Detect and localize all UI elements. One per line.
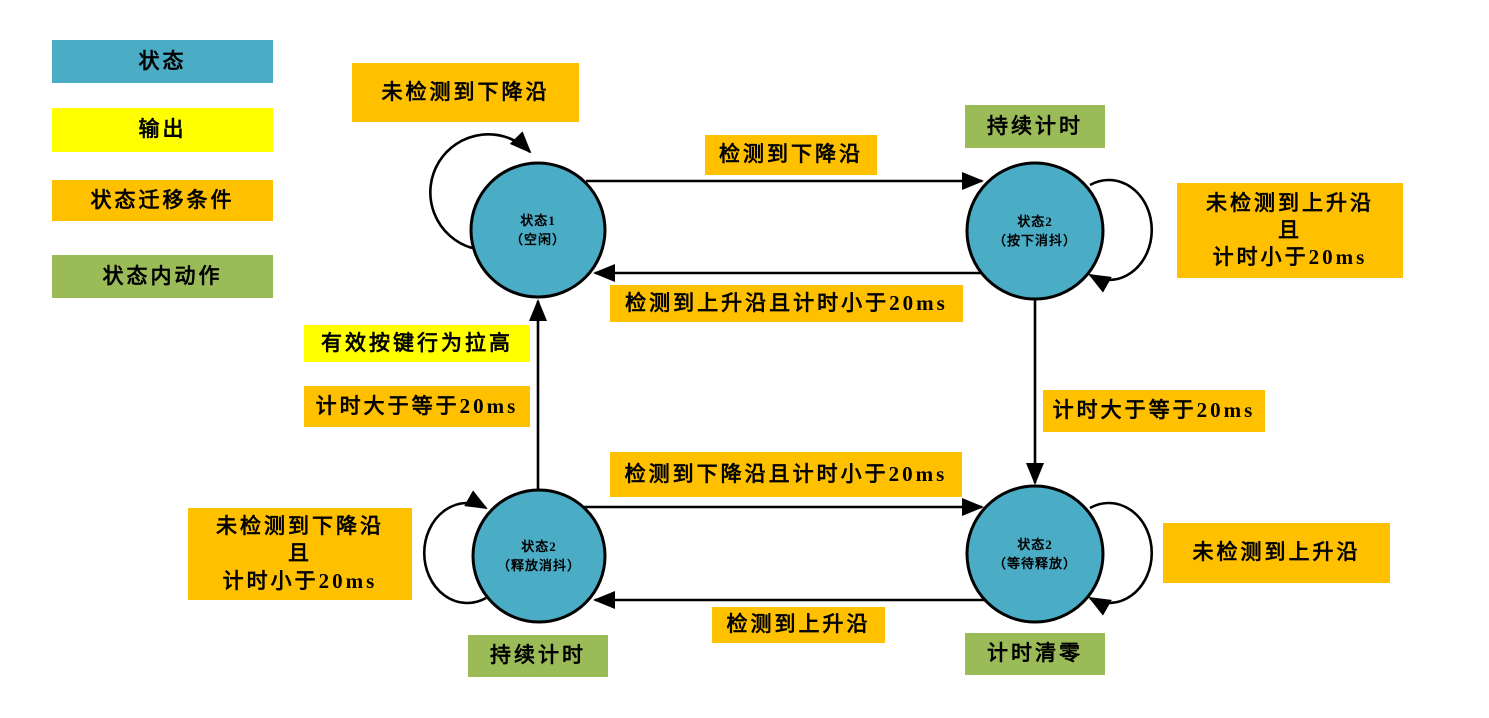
- self-loop-idle: [429, 131, 532, 250]
- state-note: （释放消抖）: [496, 558, 581, 573]
- legend-item-output: 输出: [52, 108, 273, 152]
- label-line: 且: [288, 541, 312, 566]
- label-rising-edge: 检测到上升沿: [712, 607, 885, 643]
- label-output-high: 有效按键行为拉高: [304, 325, 530, 362]
- label-release-self-loop: 未检测到下降沿 且 计时小于20ms: [188, 508, 412, 600]
- label-line: 未检测到下降沿: [216, 514, 384, 539]
- state-name: 状态1: [520, 212, 556, 228]
- label-line: 未检测到上升沿: [1206, 190, 1374, 215]
- label-press-action: 持续计时: [965, 105, 1105, 148]
- state-node-label-release-debounce: 状态2 （释放消抖）: [472, 489, 606, 623]
- label-release-action: 持续计时: [468, 635, 608, 677]
- state-node-label-idle: 状态1 （空闲）: [471, 163, 605, 297]
- label-text: 持续计时: [490, 643, 586, 668]
- label-ge20-left: 计时大于等于20ms: [304, 386, 530, 427]
- label-text: 计时大于等于20ms: [315, 393, 519, 418]
- state-circle-wait-release: [965, 484, 1105, 624]
- self-loop-wait: [1088, 501, 1153, 616]
- label-text: 有效按键行为拉高: [321, 330, 513, 355]
- state-note: （按下消抖）: [992, 233, 1077, 248]
- legend-item-transition: 状态迁移条件: [52, 180, 273, 221]
- label-rising-lt20: 检测到上升沿且计时小于20ms: [610, 285, 963, 322]
- state-circle-press-debounce: [965, 161, 1105, 301]
- label-press-self-loop: 未检测到上升沿 且 计时小于20ms: [1177, 183, 1403, 278]
- label-text: 检测到下降沿且计时小于20ms: [624, 461, 948, 486]
- label-line: 且: [1278, 217, 1302, 242]
- legend-item-state: 状态: [52, 40, 273, 83]
- state-node-label-wait-release: 状态2 （等待释放）: [968, 487, 1102, 621]
- legend-item-output-label: 输出: [138, 117, 187, 142]
- label-idle-self-loop: 未检测到下降沿: [352, 63, 579, 122]
- label-line: 计时小于20ms: [222, 568, 378, 593]
- legend-item-state-label: 状态: [138, 48, 187, 73]
- state-node-label-press-debounce: 状态2 （按下消抖）: [968, 164, 1102, 298]
- legend-item-action-label: 状态内动作: [102, 263, 223, 288]
- label-ge20-right: 计时大于等于20ms: [1043, 390, 1265, 432]
- label-line: 计时小于20ms: [1212, 245, 1368, 270]
- self-loop-release: [423, 490, 488, 605]
- state-name: 状态2: [521, 538, 557, 554]
- label-falling-edge: 检测到下降沿: [705, 135, 877, 175]
- label-text: 持续计时: [987, 113, 1083, 138]
- label-text: 检测到下降沿: [719, 142, 863, 167]
- label-text: 检测到上升沿且计时小于20ms: [625, 290, 948, 315]
- label-wait-self-loop: 未检测到上升沿: [1163, 523, 1390, 583]
- state-note: （空闲）: [509, 232, 566, 247]
- state-circle-idle: [469, 161, 607, 299]
- state-name: 状态2: [1017, 536, 1053, 552]
- state-circle-release-debounce: [471, 488, 607, 624]
- self-loop-press: [1088, 178, 1153, 293]
- label-text: 计时大于等于20ms: [1052, 398, 1256, 423]
- label-falling-lt20: 检测到下降沿且计时小于20ms: [610, 452, 962, 497]
- legend-item-transition-label: 状态迁移条件: [90, 187, 235, 212]
- state-note: （等待释放）: [992, 556, 1077, 571]
- label-text: 计时清零: [987, 641, 1083, 666]
- label-text: 未检测到上升沿: [1192, 540, 1361, 565]
- legend-item-action: 状态内动作: [52, 255, 273, 298]
- label-wait-action: 计时清零: [965, 633, 1105, 675]
- label-text: 未检测到下降沿: [381, 79, 550, 104]
- state-name: 状态2: [1017, 213, 1053, 229]
- label-text: 检测到上升沿: [726, 612, 871, 637]
